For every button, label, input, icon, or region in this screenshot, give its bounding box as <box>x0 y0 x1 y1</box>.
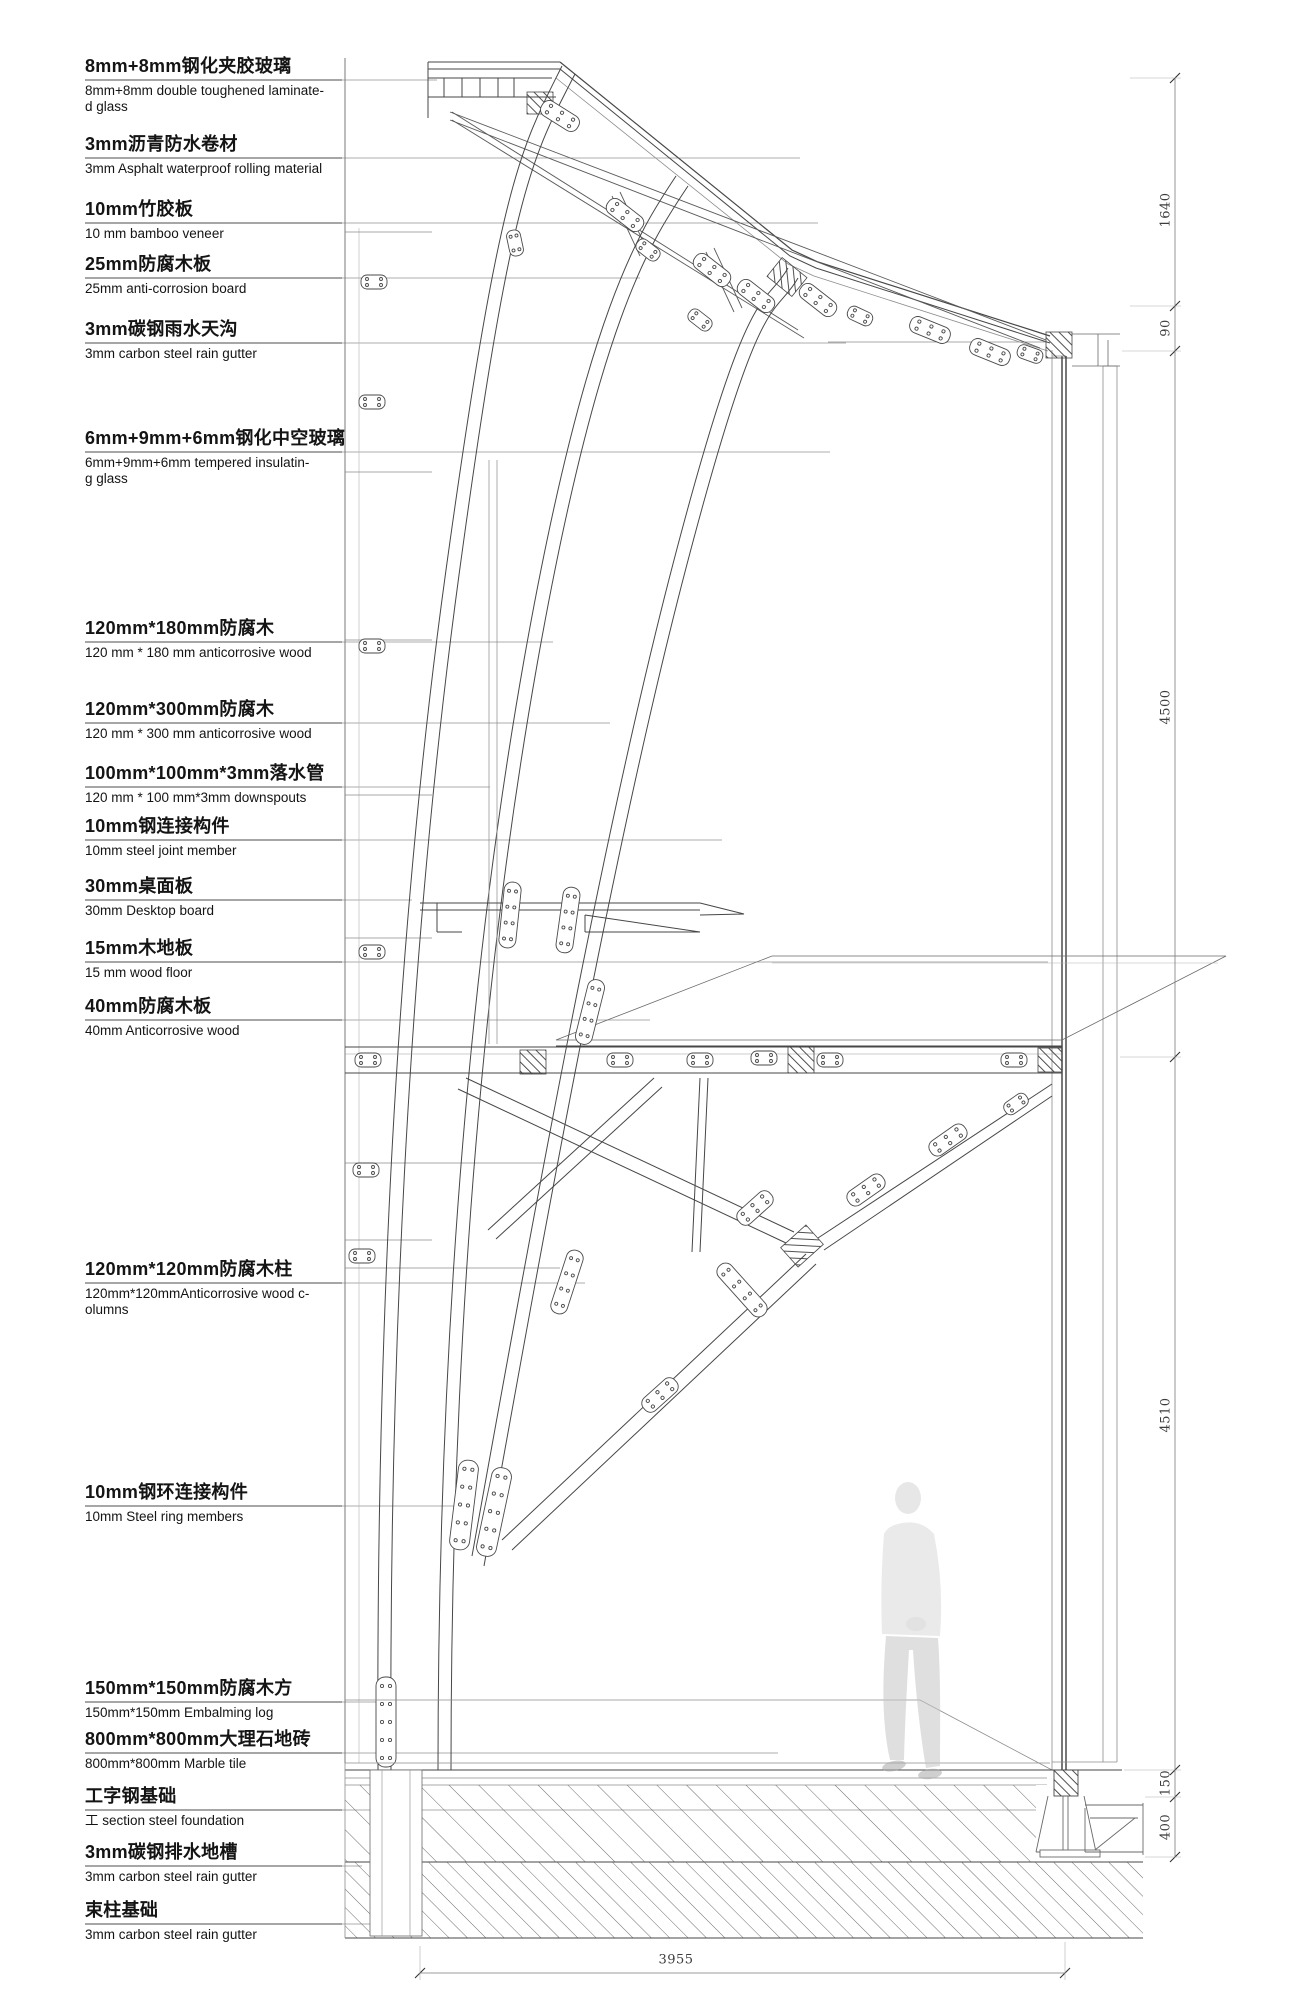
dimension-right-4: 150 <box>1158 1769 1174 1797</box>
annotation-en-12: 40mm Anticorrosive wood <box>85 1023 240 1038</box>
annotation-en-7: 120 mm * 300 mm anticorrosive wood <box>85 726 312 741</box>
annotation-cn-10: 30mm桌面板 <box>85 876 194 896</box>
annotation-en-4: 3mm carbon steel rain gutter <box>85 346 257 361</box>
eave-bracket <box>1072 333 1120 367</box>
annotation-cn-4: 3mm碳钢雨水天沟 <box>85 319 238 339</box>
annotation-en-18: 3mm carbon steel rain gutter <box>85 1869 257 1884</box>
annotation-cn-15: 150mm*150mm防腐木方 <box>85 1678 293 1698</box>
drain-channel <box>1084 1803 1144 1855</box>
curtain-wall <box>1045 331 1120 1770</box>
annotation-cn-16: 800mm*800mm大理石地砖 <box>85 1729 311 1749</box>
annotation-cn-19: 束柱基础 <box>85 1900 159 1920</box>
annotation-en-2: 10 mm bamboo veneer <box>85 226 224 241</box>
annotation-cn-11: 15mm木地板 <box>85 938 194 958</box>
annotation-en-11: 15 mm wood floor <box>85 965 193 980</box>
annotation-cn-8: 100mm*100mm*3mm落水管 <box>85 763 325 783</box>
annotation-en-13: 120mm*120mmAnticorrosive wood c- olumns <box>85 1286 310 1317</box>
annotation-cn-9: 10mm钢连接构件 <box>85 816 230 836</box>
annotation-cn-13: 120mm*120mm防腐木柱 <box>85 1259 293 1279</box>
column-foundation <box>369 1769 423 1937</box>
annotation-en-3: 25mm anti-corrosion board <box>85 281 247 296</box>
annotation-en-14: 10mm Steel ring members <box>85 1509 244 1524</box>
annotation-cn-7: 120mm*300mm防腐木 <box>85 699 275 719</box>
dimension-right-1: 90 <box>1158 319 1174 337</box>
annotation-cn-17: 工字钢基础 <box>85 1786 177 1806</box>
annotation-cn-12: 40mm防腐木板 <box>85 996 212 1016</box>
wall-girts <box>345 231 560 1269</box>
annotation-cn-5: 6mm+9mm+6mm钢化中空玻璃 <box>85 428 346 448</box>
downspout <box>488 460 498 1044</box>
annotation-cn-6: 120mm*180mm防腐木 <box>85 618 275 638</box>
annotation-cn-14: 10mm钢环连接构件 <box>85 1482 249 1502</box>
i-beam-web <box>1062 1796 1069 1850</box>
annotation-cn-0: 8mm+8mm钢化夹胶玻璃 <box>85 56 292 76</box>
dimension-right-2: 4500 <box>1158 689 1174 725</box>
annotation-en-17: 工 section steel foundation <box>85 1813 245 1828</box>
structural-columns <box>377 65 799 1771</box>
eave-joint <box>1045 331 1073 359</box>
annotation-en-1: 3mm Asphalt waterproof rolling material <box>85 161 323 176</box>
person-figure <box>881 1482 942 1780</box>
extension-lines <box>1120 77 1181 1858</box>
dimension-bottom-0: 3955 <box>658 1952 694 1968</box>
annotation-en-10: 30mm Desktop board <box>85 903 215 918</box>
annotation-en-5: 6mm+9mm+6mm tempered insulatin- g glass <box>85 455 310 486</box>
i-beam-base-plate <box>1039 1849 1101 1858</box>
annotation-en-9: 10mm steel joint member <box>85 843 237 858</box>
roof-slope <box>555 61 1051 352</box>
desk <box>420 902 745 933</box>
foundation <box>1035 1769 1144 1858</box>
annotation-en-15: 150mm*150mm Embalming log <box>85 1705 274 1720</box>
dimension-lines <box>414 72 1181 1980</box>
left-wall-edge <box>344 58 560 1763</box>
floor-edge <box>345 1699 1053 1771</box>
annotation-en-19: 3mm carbon steel rain gutter <box>85 1927 257 1942</box>
floor-platform <box>555 955 1227 1047</box>
annotation-cn-1: 3mm沥青防水卷材 <box>85 134 238 154</box>
leader-lines <box>85 79 1058 1925</box>
annotation-cn-18: 3mm碳钢排水地槽 <box>85 1842 238 1862</box>
annotation-cn-2: 10mm竹胶板 <box>85 199 194 219</box>
dimension-right-0: 1640 <box>1158 192 1174 228</box>
ground-slab <box>344 1699 1143 1939</box>
annotation-en-16: 800mm*800mm Marble tile <box>85 1756 247 1771</box>
bottom-extension-lines <box>419 1942 1066 1980</box>
dimension-right-5: 400 <box>1158 1813 1174 1841</box>
dimension-right-3: 4510 <box>1158 1397 1174 1433</box>
annotation-en-0: 8mm+8mm double toughened laminate- d gla… <box>85 83 325 114</box>
annotation-cn-3: 25mm防腐木板 <box>85 254 212 274</box>
annotation-en-6: 120 mm * 180 mm anticorrosive wood <box>85 645 312 660</box>
annotation-en-8: 120 mm * 100 mm*3mm downspouts <box>85 790 307 805</box>
